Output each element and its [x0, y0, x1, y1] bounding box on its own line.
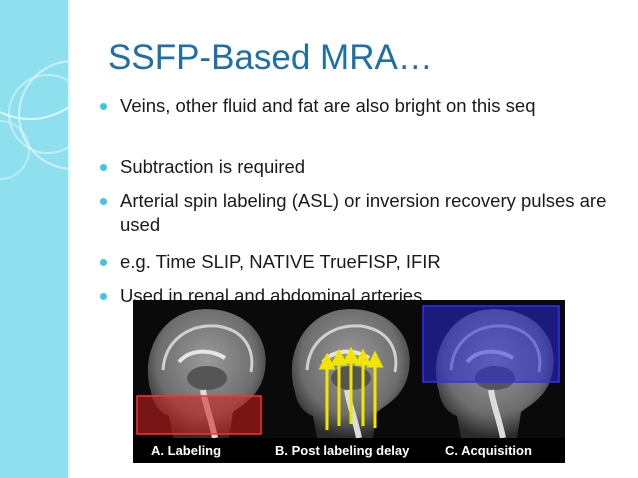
mri-panel-acquisition	[421, 300, 565, 438]
caption-labeling: A. Labeling	[151, 443, 222, 458]
bullet-dot-icon	[100, 293, 107, 300]
bullet-item: e.g. Time SLIP, NATIVE TrueFISP, IFIR	[100, 250, 620, 274]
bullet-text: e.g. Time SLIP, NATIVE TrueFISP, IFIR	[120, 251, 441, 272]
decorative-side-band	[0, 0, 68, 478]
mri-figure: A. Labeling B. Post labeling delay C. Ac…	[133, 300, 565, 463]
bullet-dot-icon	[100, 103, 107, 110]
bullet-text: Veins, other fluid and fat are also brig…	[120, 95, 536, 116]
bullet-item: Arterial spin labeling (ASL) or inversio…	[100, 189, 620, 237]
brain-scan-image	[291, 309, 410, 438]
bullet-dot-icon	[100, 259, 107, 266]
brain-scan-image	[136, 309, 266, 438]
caption-post-labeling-delay: B. Post labeling delay	[275, 443, 410, 458]
bullet-text: Arterial spin labeling (ASL) or inversio…	[120, 190, 607, 235]
figure-caption-bar: A. Labeling B. Post labeling delay C. Ac…	[133, 438, 565, 463]
bullet-item: Veins, other fluid and fat are also brig…	[100, 94, 620, 118]
band-divider	[68, 0, 70, 478]
mri-panel-labeling	[133, 300, 277, 438]
caption-acquisition: C. Acquisition	[445, 443, 532, 458]
brain-scan-image	[422, 305, 560, 438]
mri-panel-post-labeling-delay	[277, 300, 421, 438]
flow-arrows-icon	[318, 346, 384, 430]
bullet-dot-icon	[100, 164, 107, 171]
bullet-dot-icon	[100, 198, 107, 205]
slide-title: SSFP-Based MRA…	[108, 38, 433, 77]
bullet-text: Subtraction is required	[120, 156, 306, 177]
bullet-item: Subtraction is required	[100, 155, 620, 179]
